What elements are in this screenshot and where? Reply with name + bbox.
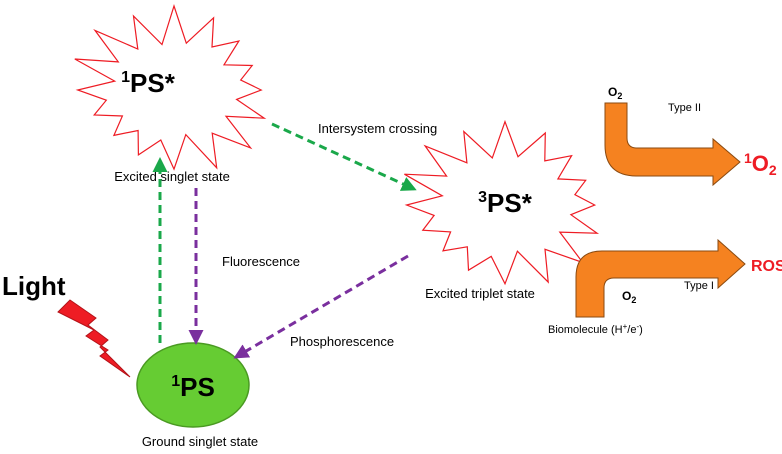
singlet-excited-superscript: 1 — [121, 69, 130, 86]
ground-state-symbol-text: PS — [180, 372, 215, 402]
biomolecule-mid: /e — [627, 324, 636, 336]
type-ii-reactant-sub: 2 — [617, 91, 622, 101]
triplet-excited-superscript: 3 — [478, 189, 487, 206]
type-ii-product: 1O2 — [744, 150, 777, 178]
biomolecule-sup-2: - — [636, 322, 639, 331]
type-i-product: ROS — [751, 258, 782, 275]
excited-singlet-label: Excited singlet state — [114, 169, 230, 184]
type-i-reactant-base: O — [622, 289, 631, 303]
ground-state-superscript: 1 — [171, 373, 180, 390]
type-i-pathway-arrow — [575, 238, 746, 318]
type-ii-reactant-base: O — [608, 85, 617, 99]
biomolecule-close: ) — [639, 324, 643, 336]
intersystem-crossing-arrow — [271, 122, 417, 191]
singlet-excited-symbol: 1PS* — [121, 68, 176, 98]
type-ii-reactant: O2 — [608, 85, 622, 101]
singlet-excited-symbol-text: PS* — [130, 68, 176, 98]
phosphorescence-arrow — [233, 254, 409, 359]
fluorescence-label: Fluorescence — [222, 254, 300, 269]
excited-triplet-starburst — [404, 119, 600, 286]
type-i-reactant: O2 — [622, 289, 636, 305]
type-ii-product-base: O — [752, 151, 769, 176]
type-ii-pathway-arrow — [604, 102, 741, 187]
biomolecule-label: Biomolecule (H+/e-) — [548, 322, 643, 336]
lightning-bolt-icon — [57, 299, 131, 378]
light-label: Light — [2, 271, 66, 301]
type-ii-product-sup: 1 — [744, 150, 752, 166]
biomolecule-sup-1: + — [623, 322, 628, 331]
type-i-label: Type I — [684, 280, 714, 292]
triplet-excited-symbol: 3PS* — [478, 188, 533, 218]
intersystem-crossing-label: Intersystem crossing — [318, 121, 437, 136]
type-i-reactant-sub: 2 — [631, 295, 636, 305]
type-ii-label: Type II — [668, 102, 701, 114]
ground-state-label: Ground singlet state — [142, 434, 258, 449]
biomolecule-text: Biomolecule (H — [548, 324, 623, 336]
type-ii-product-sub: 2 — [769, 162, 777, 178]
phosphorescence-label: Phosphorescence — [290, 334, 394, 349]
excited-triplet-label: Excited triplet state — [425, 286, 535, 301]
excited-singlet-starburst — [74, 4, 267, 171]
triplet-excited-symbol-text: PS* — [487, 188, 533, 218]
ground-state-symbol: 1PS — [171, 372, 215, 402]
